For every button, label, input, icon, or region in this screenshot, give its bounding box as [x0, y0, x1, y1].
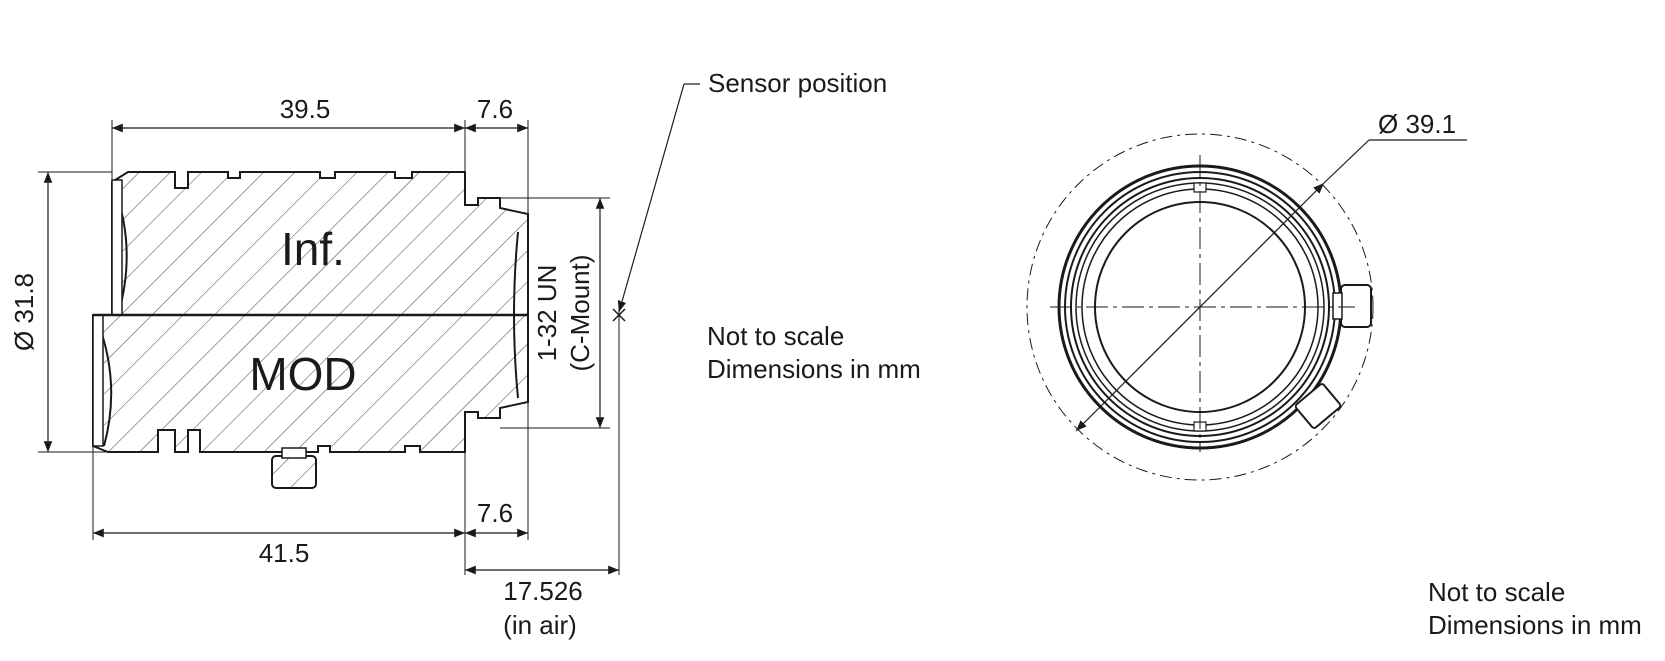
- lens-front-view: Ø 39.1: [1026, 109, 1467, 481]
- front-bezel-upper: [111, 179, 123, 316]
- flange-note: (in air): [503, 610, 577, 640]
- scale-note-center: Not to scale Dimensions in mm: [707, 320, 921, 386]
- dim-total-length: 41.5: [259, 538, 310, 568]
- scale-note-corner: Not to scale Dimensions in mm: [1428, 576, 1642, 642]
- note-dimensions-unit: Dimensions in mm: [1428, 610, 1642, 640]
- label-inf: Inf.: [281, 223, 345, 275]
- note-not-to-scale: Not to scale: [707, 321, 845, 351]
- front-lock-knob-right-stem: [1332, 292, 1343, 320]
- front-lock-knob-right: [1340, 284, 1372, 328]
- front-diameter-leader-ext: [1323, 139, 1370, 184]
- front-dim-diameter: Ø 39.1: [1378, 109, 1456, 139]
- outer-envelope-circle: [1026, 133, 1374, 481]
- note-dimensions-unit: Dimensions in mm: [707, 354, 921, 384]
- mount-thread-label: 1-32 UN: [532, 265, 562, 362]
- dim-front-length: 39.5: [280, 94, 331, 124]
- flange-value: 17.526: [503, 576, 583, 606]
- dim-diameter: Ø 31.8: [9, 273, 39, 351]
- front-lock-knob-lower: [1294, 383, 1342, 429]
- lens-side-view: Inf. MOD: [92, 171, 529, 489]
- dim-rear-bottom: 7.6: [477, 498, 513, 528]
- lens-body-upper-half: [111, 171, 529, 316]
- front-bezel-lower: [92, 314, 104, 447]
- sensor-leader-line: [617, 83, 685, 313]
- dim-rear-top: 7.6: [477, 94, 513, 124]
- focus-lock-knob-stem: [281, 447, 307, 459]
- focus-lock-knob: [271, 455, 317, 489]
- lens-body-lower-half: [92, 314, 529, 453]
- note-not-to-scale: Not to scale: [1428, 577, 1566, 607]
- mount-type-label: (C-Mount): [565, 254, 595, 371]
- sensor-position-label: Sensor position: [708, 68, 887, 98]
- front-diameter-leader: [1075, 182, 1325, 432]
- label-mod: MOD: [249, 348, 356, 400]
- side-view-dimensions: 39.5 7.6 Ø 31.8 1-32 UN (C-Mount) 41.5 7…: [9, 68, 887, 640]
